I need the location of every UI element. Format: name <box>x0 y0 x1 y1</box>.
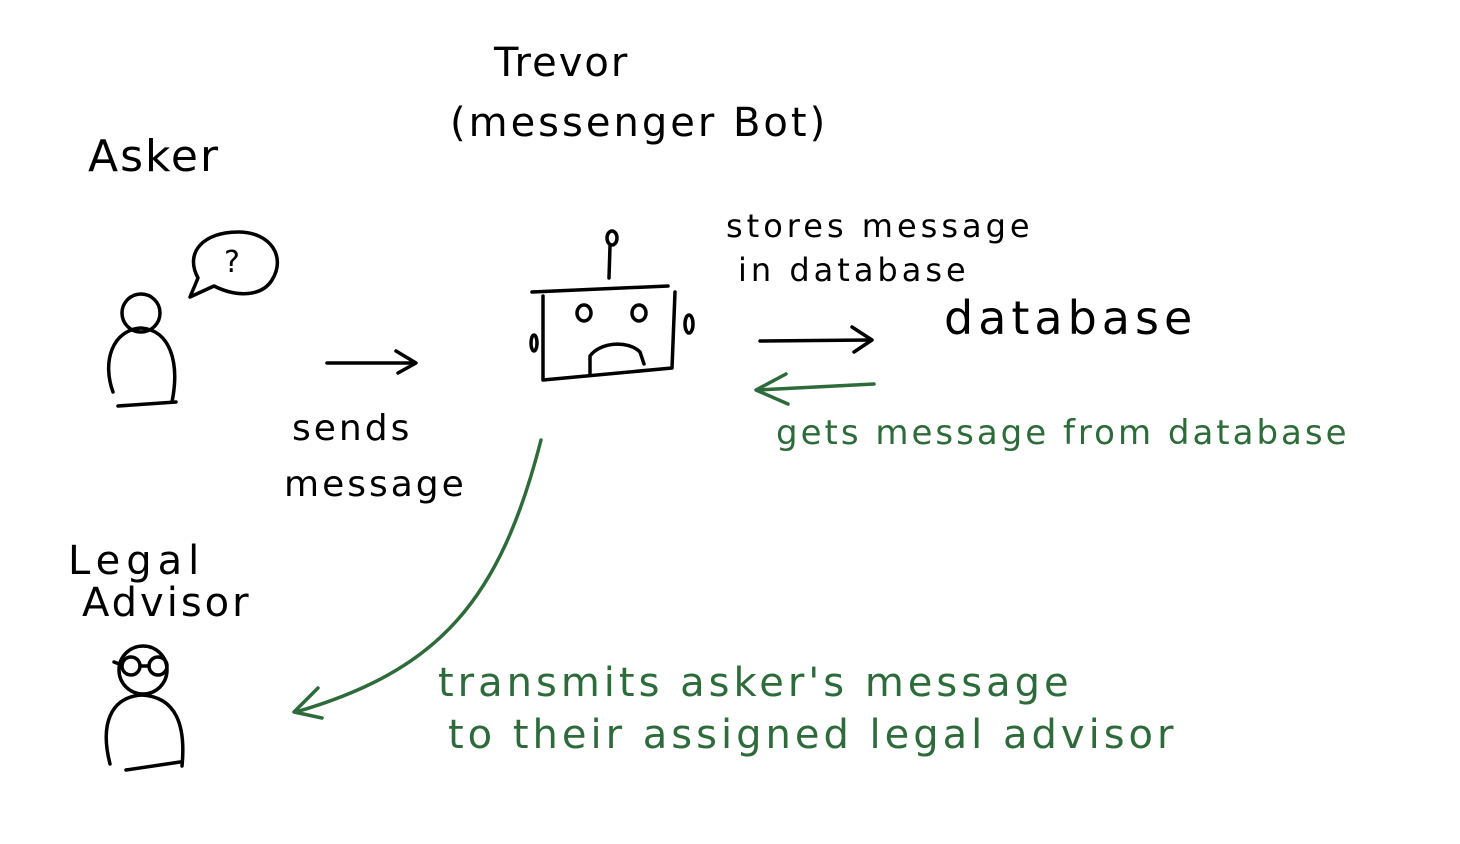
gets-label: gets message from database <box>776 413 1350 453</box>
transmits-label-line2: to their assigned legal advisor <box>448 712 1178 758</box>
gets-arrow <box>754 372 876 406</box>
stores-label-line2: in database <box>738 251 970 289</box>
speech-bubble-icon: ? <box>188 230 280 299</box>
transmits-label-line1: transmits asker's message <box>438 660 1073 706</box>
stores-label-line1: stores message <box>726 207 1034 245</box>
sends-label-line2: message <box>284 464 467 505</box>
bot-role-label: (messenger Bot) <box>450 100 829 146</box>
legal-advisor-label-line1: Legal <box>68 538 206 584</box>
svg-text:?: ? <box>224 245 240 280</box>
stores-arrow <box>758 325 874 354</box>
database-label: database <box>944 291 1198 345</box>
asker-label: Asker <box>88 131 221 182</box>
sends-label-line1: sends <box>292 408 413 449</box>
bot-name-label: Trevor <box>494 40 630 86</box>
legal-advisor-label-line2: Advisor <box>82 580 252 626</box>
sends-arrow <box>325 349 418 375</box>
transmits-arrow <box>292 438 543 720</box>
asker-figure <box>106 292 178 408</box>
robot-icon <box>529 229 695 382</box>
legal-advisor-figure <box>104 644 185 772</box>
